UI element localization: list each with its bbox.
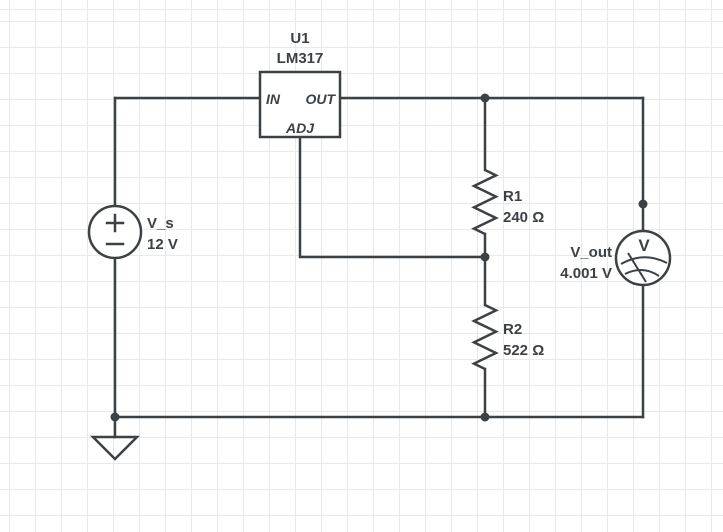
wires xyxy=(113,96,645,419)
voltmeter-symbol-letter: V xyxy=(638,236,650,255)
ground-triangle-icon[interactable] xyxy=(89,435,141,461)
voltmeter-value-label: 4.001 V xyxy=(560,265,612,282)
component-regulator-u1[interactable]: U1 LM317 IN OUT ADJ xyxy=(258,30,342,139)
junction-dot-gnd-node xyxy=(480,412,490,422)
pin-label-out: OUT xyxy=(305,91,336,107)
component-ground[interactable] xyxy=(89,415,141,461)
r1-ref-label: R1 xyxy=(503,188,522,205)
component-voltmeter-vout[interactable]: V V_out 4.001 V xyxy=(560,229,672,287)
regulator-ref-label: U1 xyxy=(290,30,309,47)
pin-label-in: IN xyxy=(266,91,281,107)
regulator-body[interactable] xyxy=(258,70,342,139)
junction-dot-meter-terminal xyxy=(638,199,648,209)
resistor-r1-zigzag[interactable] xyxy=(471,168,499,236)
voltmeter-ref-label: V_out xyxy=(570,244,612,261)
pin-label-adj: ADJ xyxy=(285,120,315,136)
meter-scale-arc xyxy=(620,256,668,265)
wire-adj-feedback[interactable] xyxy=(298,135,487,259)
regulator-part-label: LM317 xyxy=(277,50,324,67)
component-voltage-source-vs[interactable]: V_s 12 V xyxy=(87,204,178,260)
source-ref-label: V_s xyxy=(147,215,174,232)
plus-icon xyxy=(105,213,125,233)
resistor-r2-zigzag[interactable] xyxy=(471,303,499,371)
junction-dot-out-node xyxy=(480,93,490,103)
source-value-label: 12 V xyxy=(147,236,178,253)
r2-value-label: 522 Ω xyxy=(503,342,544,359)
junction-dot-adj-node xyxy=(480,252,490,262)
component-resistor-r2[interactable]: R2 522 Ω xyxy=(471,303,544,371)
component-resistor-r1[interactable]: R1 240 Ω xyxy=(471,168,544,236)
meter-inner-arc xyxy=(624,269,660,277)
r1-value-label: 240 Ω xyxy=(503,209,544,226)
meter-needle xyxy=(627,252,647,283)
junction-dots xyxy=(110,93,648,422)
r2-ref-label: R2 xyxy=(503,321,522,338)
